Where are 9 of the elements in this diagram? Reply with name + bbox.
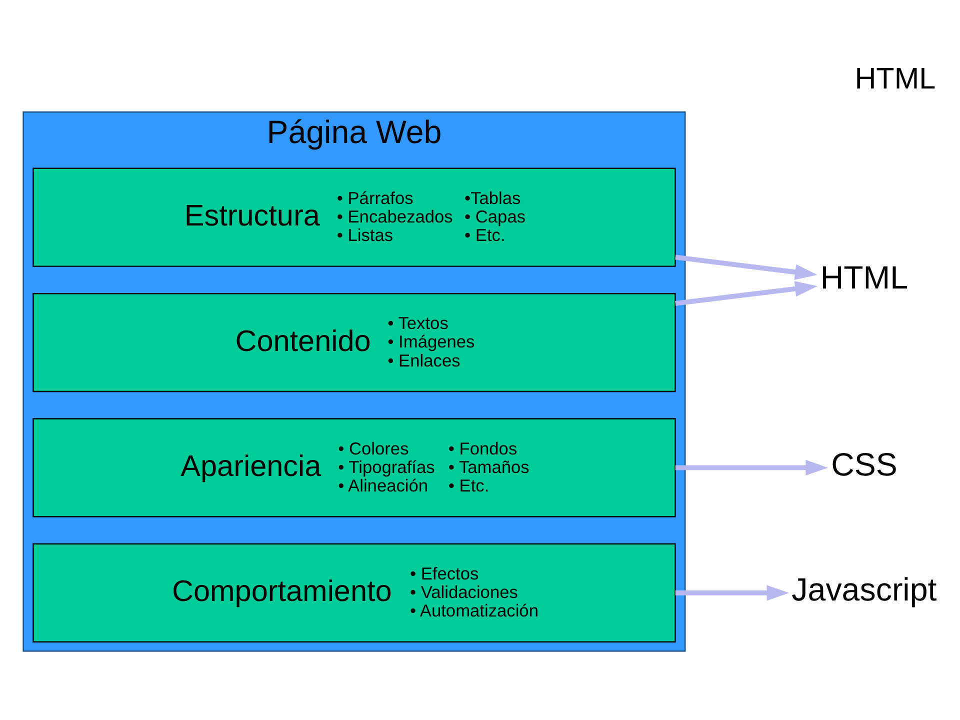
arrow — [675, 584, 790, 600]
node-box: Comportamiento • Efectos • Validaciones • Automatización — [32, 542, 676, 642]
arrow — [675, 459, 828, 476]
diagram-title: HTML — [854, 62, 936, 96]
arrow — [675, 280, 818, 306]
arrow — [675, 254, 818, 280]
node-text: CSS — [831, 446, 898, 482]
node-text: Javascript — [792, 571, 937, 608]
node-text: HTML — [820, 258, 908, 295]
